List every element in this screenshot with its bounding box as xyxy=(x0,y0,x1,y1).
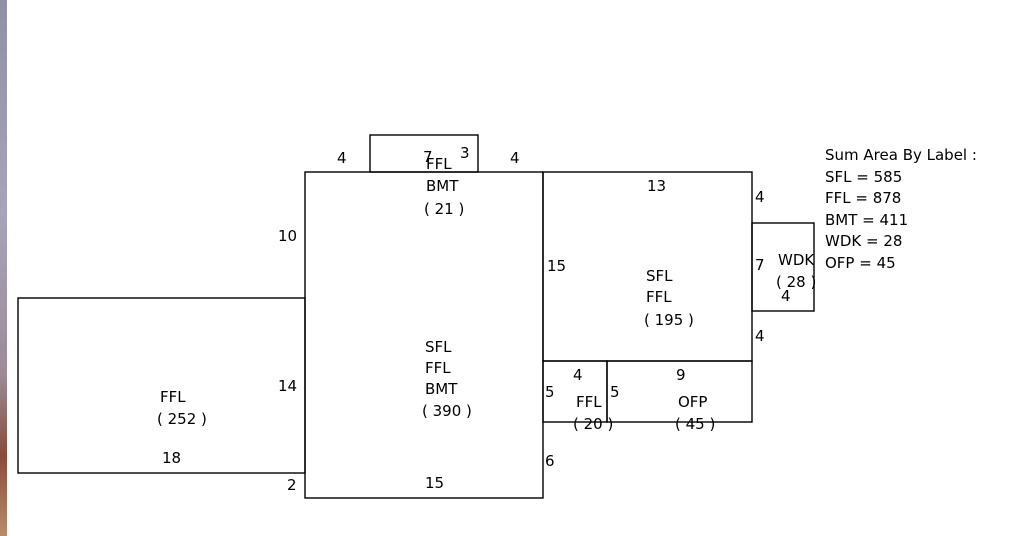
dim-wdk-left: 7 xyxy=(755,256,765,274)
label-wdk: WDK xyxy=(778,251,815,269)
dim-ffl-small-below: 6 xyxy=(545,452,555,470)
dim-top-width: 7 xyxy=(423,148,433,166)
area-left: ( 252 ) xyxy=(157,410,207,428)
dim-ofp-top: 9 xyxy=(676,366,686,384)
label-main-ffl: FFL xyxy=(425,359,451,377)
legend-item-sfl: SFL = 585 xyxy=(825,167,903,186)
dim-main-left-upper: 10 xyxy=(278,227,297,245)
area-top: ( 21 ) xyxy=(424,200,464,218)
dim-right-right-top: 4 xyxy=(755,188,765,206)
legend-title: Sum Area By Label : xyxy=(825,146,977,164)
label-right-ffl: FFL xyxy=(646,288,672,306)
label-ffl-small: FFL xyxy=(576,393,602,411)
main-section-outline xyxy=(304,171,544,499)
area-ofp: ( 45 ) xyxy=(675,415,715,433)
legend-item-bmt: BMT = 411 xyxy=(825,210,909,229)
top-section-outline xyxy=(369,134,479,173)
area-wdk: ( 28 ) xyxy=(776,273,816,291)
label-ofp: OFP xyxy=(678,393,707,411)
dim-main-left-lower: 14 xyxy=(278,377,297,395)
dim-ffl-small-right: 5 xyxy=(610,383,620,401)
window-edge xyxy=(0,0,7,536)
dim-top-left: 4 xyxy=(337,149,347,167)
left-section-outline xyxy=(17,297,306,474)
dim-top-right: 4 xyxy=(510,149,520,167)
dim-right-right-bottom: 4 xyxy=(755,327,765,345)
area-right: ( 195 ) xyxy=(644,311,694,329)
label-top-bmt: BMT xyxy=(426,177,459,195)
dim-ffl-small-left: 5 xyxy=(545,383,555,401)
ofp-section-outline xyxy=(606,360,753,423)
label-top-ffl: FFL xyxy=(426,155,452,173)
dim-wdk-bottom: 4 xyxy=(781,287,791,305)
wdk-section-outline xyxy=(751,222,815,312)
area-ffl-small: ( 20 ) xyxy=(573,415,613,433)
legend-item-ofp: OFP = 45 xyxy=(825,253,896,272)
dim-main-bottom-left: 2 xyxy=(287,476,297,494)
area-summary-legend: Sum Area By Label : SFL = 585 FFL = 878 … xyxy=(825,145,977,274)
dim-left-bottom: 18 xyxy=(162,449,181,467)
label-main-sfl: SFL xyxy=(425,338,452,356)
label-left-ffl: FFL xyxy=(160,388,186,406)
label-right-sfl: SFL xyxy=(646,267,673,285)
dim-main-bottom: 15 xyxy=(425,474,444,492)
dim-right-left: 15 xyxy=(547,257,566,275)
area-main: ( 390 ) xyxy=(422,402,472,420)
legend-item-ffl: FFL = 878 xyxy=(825,189,902,207)
dim-right-top: 13 xyxy=(647,177,666,195)
label-main-bmt: BMT xyxy=(425,380,458,398)
dim-top-height: 3 xyxy=(460,144,470,162)
dim-ffl-small-top: 4 xyxy=(573,366,583,384)
legend-item-wdk: WDK = 28 xyxy=(825,232,903,250)
